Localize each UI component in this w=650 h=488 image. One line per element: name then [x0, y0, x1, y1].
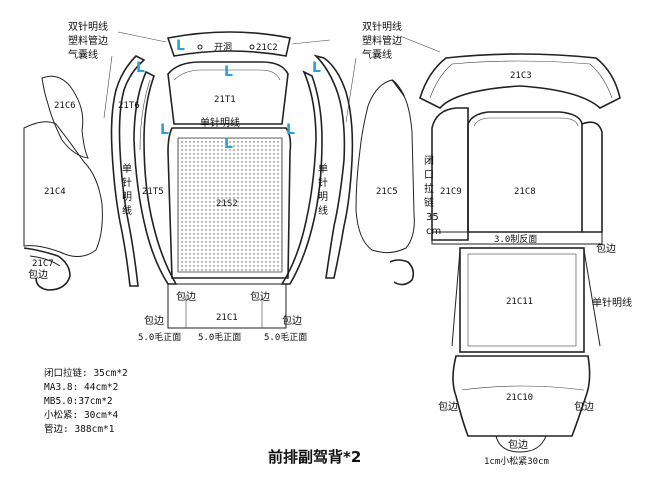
- edge-binding-c1-right: 包边: [250, 290, 270, 303]
- part-21c9-label: 21C9: [440, 187, 462, 197]
- edge-binding-c10-left: 包边: [438, 400, 458, 413]
- piece-21c2: [166, 31, 291, 57]
- piece-21s2: [167, 127, 292, 279]
- single-needle-left-1: 单: [122, 163, 132, 175]
- note-3: MB5.0:37cm*2: [44, 396, 113, 407]
- single-needle-right-3: 明: [318, 191, 328, 203]
- note-2: MA3.8: 44cm*2: [44, 382, 118, 393]
- part-21c2-label: 21C2: [256, 43, 278, 53]
- piece-21c1: [167, 283, 287, 329]
- part-21c4-label: 21C4: [44, 187, 66, 197]
- part-21t6-label: 21T6: [118, 101, 140, 111]
- hem-label: 3.0制反面: [494, 233, 537, 245]
- piece-21t1: [167, 61, 289, 125]
- piece-21c9-frame: [431, 107, 469, 241]
- top-left-label-3: 气囊线: [68, 48, 98, 61]
- piece-right-band-inner: [280, 70, 323, 285]
- part-21c1-label: 21C1: [216, 313, 238, 323]
- top-right-label-2: 塑料管边: [362, 34, 402, 47]
- part-21t1-label: 21T1: [214, 95, 236, 105]
- edge-binding-hem: 包边: [596, 242, 616, 255]
- mf-right: 5.0毛正面: [264, 331, 307, 343]
- zipper-6: cm: [426, 226, 441, 237]
- mf-mid: 5.0毛正面: [198, 331, 241, 343]
- single-needle-top: 单针明线: [200, 116, 240, 129]
- blue-mark-3: L: [136, 60, 145, 76]
- note-4: 小松紧: 30cm*4: [44, 409, 119, 421]
- edge-binding-c1-left: 包边: [176, 290, 196, 303]
- top-left-label-1: 双针明线: [68, 20, 108, 33]
- top-left-label-2: 塑料管边: [68, 34, 108, 47]
- top-right-label-1: 双针明线: [362, 20, 402, 33]
- edge-binding-c10-bottom: 包边: [508, 438, 528, 451]
- zipper-5: 35: [426, 212, 439, 223]
- note-1: 闭口拉链: 35cm*2: [44, 367, 128, 379]
- piece-21c7: [23, 247, 71, 291]
- part-21c7-label: 21C7: [32, 259, 54, 269]
- small-elastic-label: 1cm小松紧30cm: [484, 455, 549, 467]
- diagram-title: 前排副驾背*2: [268, 448, 361, 466]
- part-21s2-label: 21S2: [216, 199, 238, 209]
- piece-right-band-outer: [313, 54, 354, 279]
- leader-lines: [103, 31, 441, 123]
- piece-21c3: [419, 53, 621, 109]
- blue-mark-2: L: [224, 64, 233, 80]
- piece-21c4: [23, 121, 103, 257]
- part-21c10-label: 21C10: [506, 393, 533, 403]
- part-21c6-label: 21C6: [54, 101, 76, 111]
- part-21c8-label: 21C8: [514, 187, 536, 197]
- piece-21c11: [451, 247, 601, 353]
- part-21c11-label: 21C11: [506, 297, 533, 307]
- piece-hem-strip: [431, 231, 603, 245]
- piece-c5-ring: [389, 259, 415, 286]
- note-5: 管边: 388cm*1: [44, 423, 115, 435]
- piece-21c10: [452, 355, 591, 453]
- part-21c3-label: 21C3: [510, 71, 532, 81]
- zipper-4: 链: [424, 196, 434, 209]
- single-needle-right-2: 针: [318, 176, 328, 189]
- single-needle-right-1: 单: [318, 163, 328, 175]
- single-needle-left-3: 明: [122, 191, 132, 203]
- mf-left: 5.0毛正面: [138, 331, 181, 343]
- single-needle-right-side: 单针明线: [592, 296, 632, 309]
- top-right-label-3: 气囊线: [362, 48, 392, 61]
- single-needle-right-4: 线: [318, 204, 328, 217]
- edge-binding-c10-right: 包边: [574, 400, 594, 413]
- blue-mark-4: L: [312, 60, 321, 76]
- edge-binding-c7: 包边: [28, 268, 48, 281]
- hole-label: 开洞: [214, 42, 232, 53]
- piece-21c5: [355, 79, 415, 254]
- part-21c5-label: 21C5: [376, 187, 398, 197]
- piece-21t5: [133, 70, 178, 285]
- zipper-3: 拉: [424, 182, 434, 195]
- edge-binding-left-low: 包边: [144, 314, 164, 327]
- zipper-1: 闭: [424, 154, 434, 167]
- zipper-2: 口: [424, 170, 434, 181]
- part-21t5-label: 21T5: [142, 187, 164, 197]
- piece-21t6: [110, 55, 146, 287]
- edge-binding-right-low: 包边: [282, 314, 302, 327]
- blue-mark-6: L: [286, 122, 295, 138]
- blue-mark-7: L: [224, 136, 233, 152]
- single-needle-left-4: 线: [122, 204, 132, 217]
- piece-21c8: [467, 111, 603, 233]
- single-needle-left-2: 针: [122, 176, 132, 189]
- piece-21c6: [41, 75, 89, 159]
- blue-mark-5: L: [160, 122, 169, 138]
- blue-mark-1: L: [176, 38, 185, 54]
